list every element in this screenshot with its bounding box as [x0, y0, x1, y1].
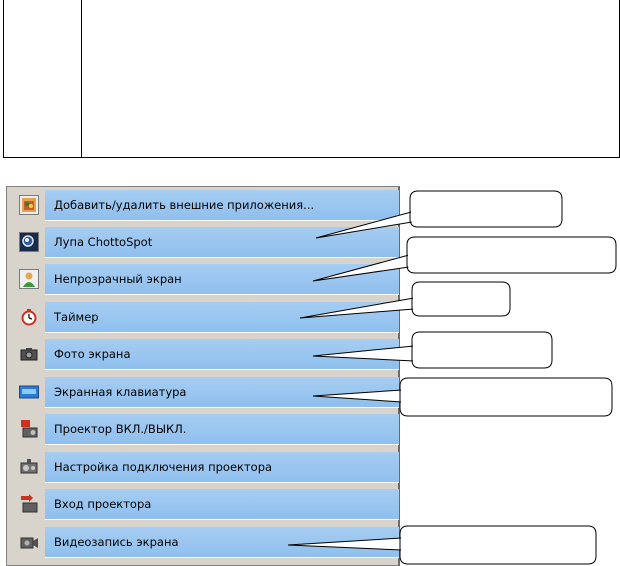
- menu-item-icon-cell: [13, 226, 45, 258]
- projector-input-icon: [21, 494, 38, 513]
- menu-item-opaque-screen[interactable]: Непрозрачный экран: [13, 263, 399, 295]
- menu-item-projector-power[interactable]: Проектор ВКЛ./ВЫКЛ.: [13, 413, 399, 445]
- menu-item-label: Таймер: [54, 310, 99, 324]
- camera-icon: [20, 348, 38, 361]
- menu-item-screen-keyboard[interactable]: Экранная клавиатура: [13, 376, 399, 408]
- table-column-divider: [81, 0, 82, 157]
- menu-item-timer[interactable]: Таймер: [13, 301, 399, 333]
- menu-item-label: Проектор ВКЛ./ВЫКЛ.: [54, 422, 187, 436]
- apps-box-icon: [19, 195, 39, 215]
- menu-item-label: Фото экрана: [54, 347, 131, 361]
- projector-power-icon: [21, 420, 38, 438]
- menu-item-label: Непрозрачный экран: [54, 272, 182, 286]
- keyboard-icon: [19, 385, 39, 399]
- menu-item-icon-cell: [13, 413, 45, 445]
- tools-menu-panel: Добавить/удалить внешние приложения... Л…: [6, 186, 400, 566]
- video-record-icon: [20, 537, 38, 549]
- menu-item-screen-photo[interactable]: Фото экрана: [13, 338, 399, 370]
- menu-item-magnifier[interactable]: Лупа ChottoSpot: [13, 226, 399, 258]
- curtain-person-icon: [19, 269, 39, 289]
- menu-item-label: Экранная клавиатура: [54, 385, 187, 399]
- stopwatch-icon: [21, 309, 37, 326]
- menu-item-label: Лупа ChottoSpot: [54, 235, 153, 249]
- projector-settings-icon: [20, 459, 38, 474]
- menu-item-icon-cell: [13, 488, 45, 520]
- menu-item-icon-cell: [13, 526, 45, 558]
- menu-item-icon-cell: [13, 301, 45, 333]
- menu-item-label: Добавить/удалить внешние приложения...: [54, 198, 315, 212]
- menu-item-icon-cell: [13, 451, 45, 483]
- menu-item-projector-settings[interactable]: Настройка подключения проектора: [13, 451, 399, 483]
- menu-item-label: Вход проектора: [54, 497, 152, 511]
- magnifier-icon: [19, 232, 39, 252]
- menu-item-label: Настройка подключения проектора: [54, 460, 273, 474]
- menu-item-icon-cell: [13, 189, 45, 221]
- menu-item-add-remove-apps[interactable]: Добавить/удалить внешние приложения...: [13, 189, 399, 221]
- menu-item-projector-input[interactable]: Вход проектора: [13, 488, 399, 520]
- menu-item-icon-cell: [13, 376, 45, 408]
- menu-item-icon-cell: [13, 263, 45, 295]
- menu-item-icon-cell: [13, 338, 45, 370]
- menu-item-label: Видеозапись экрана: [54, 535, 179, 549]
